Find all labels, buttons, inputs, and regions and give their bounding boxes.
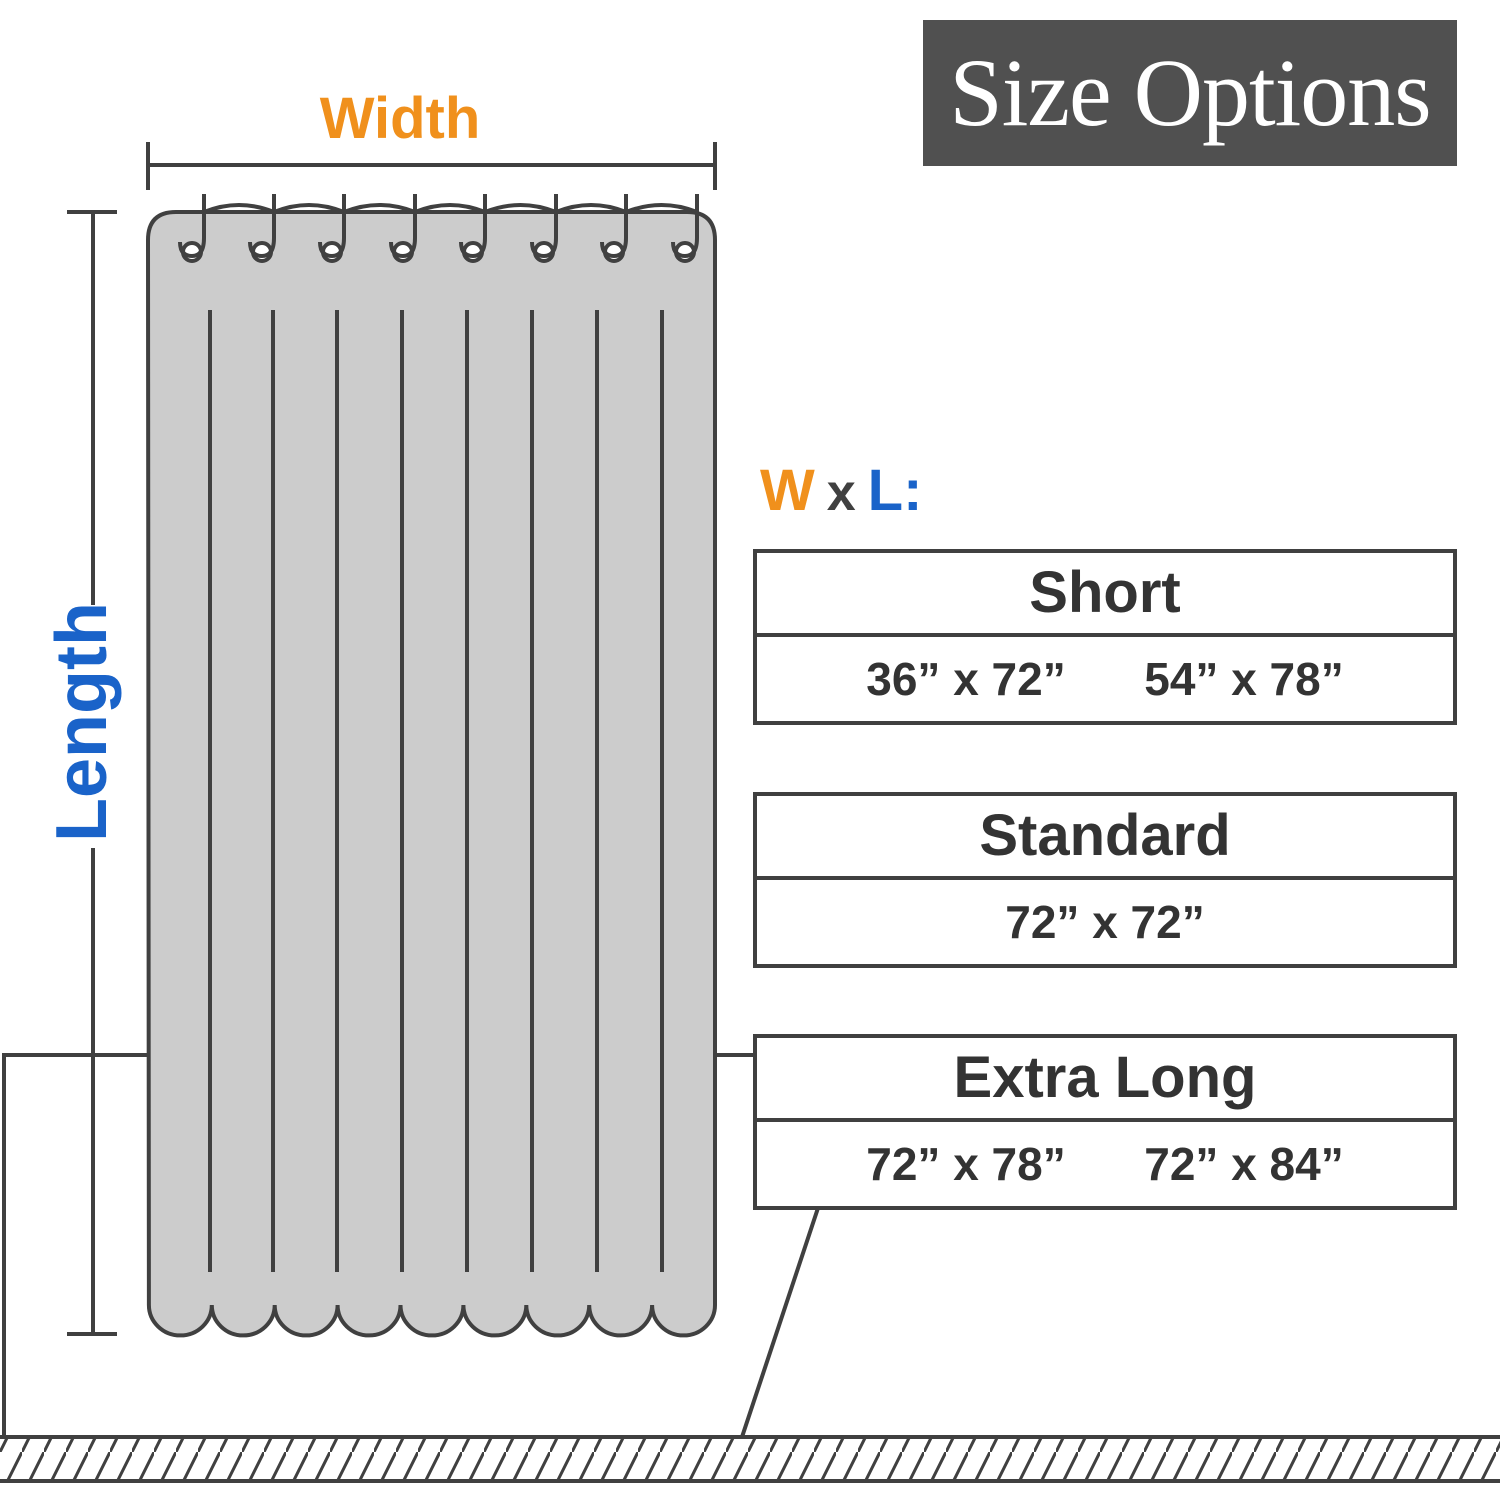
heading-length-letter: L: bbox=[867, 458, 923, 523]
size-card-short: Short 36” x 72” 54” x 78” bbox=[753, 549, 1457, 725]
size-card-values: 72” x 72” bbox=[757, 880, 1453, 964]
size-value: 72” x 72” bbox=[1005, 896, 1205, 948]
size-card-values: 72” x 78” 72” x 84” bbox=[757, 1122, 1453, 1206]
curtain-hook-icon bbox=[178, 194, 206, 263]
heading-width-letter: W bbox=[760, 458, 815, 523]
curtain-hook-icon bbox=[459, 194, 487, 263]
size-card-standard: Standard 72” x 72” bbox=[753, 792, 1457, 968]
curtain-hook-icon bbox=[248, 194, 276, 263]
curtain-hook-icon bbox=[530, 194, 558, 263]
floor-hatch-icon bbox=[0, 1435, 1500, 1483]
curtain-hook-icon bbox=[671, 194, 699, 263]
width-label: Width bbox=[319, 86, 481, 151]
size-value: 36” x 72” bbox=[866, 653, 1066, 705]
size-card-title: Short bbox=[757, 553, 1453, 637]
title-banner: Size Options bbox=[923, 20, 1457, 166]
heading-times: x bbox=[826, 464, 856, 522]
size-card-extra-long: Extra Long 72” x 78” 72” x 84” bbox=[753, 1034, 1457, 1210]
floor-guide-line bbox=[740, 1207, 820, 1438]
curtain-hook-icon bbox=[318, 194, 346, 263]
width-dimension bbox=[146, 142, 717, 190]
size-value: 72” x 78” bbox=[866, 1138, 1066, 1190]
size-card-values: 36” x 72” 54” x 78” bbox=[757, 637, 1453, 721]
wall-outline bbox=[2, 1053, 148, 1437]
length-label: Length bbox=[42, 602, 122, 842]
size-value: 54” x 78” bbox=[1144, 653, 1344, 705]
curtain-header-edge bbox=[203, 203, 698, 214]
curtain-icon bbox=[145, 194, 717, 1338]
size-card-title: Extra Long bbox=[757, 1038, 1453, 1122]
size-card-title: Standard bbox=[757, 796, 1453, 880]
curtain-hook-icon bbox=[600, 194, 628, 263]
page-title: Size Options bbox=[949, 39, 1431, 146]
size-value: 72” x 84” bbox=[1144, 1138, 1344, 1190]
length-dimension bbox=[67, 210, 117, 1336]
curtain-hook-icon bbox=[389, 194, 417, 263]
